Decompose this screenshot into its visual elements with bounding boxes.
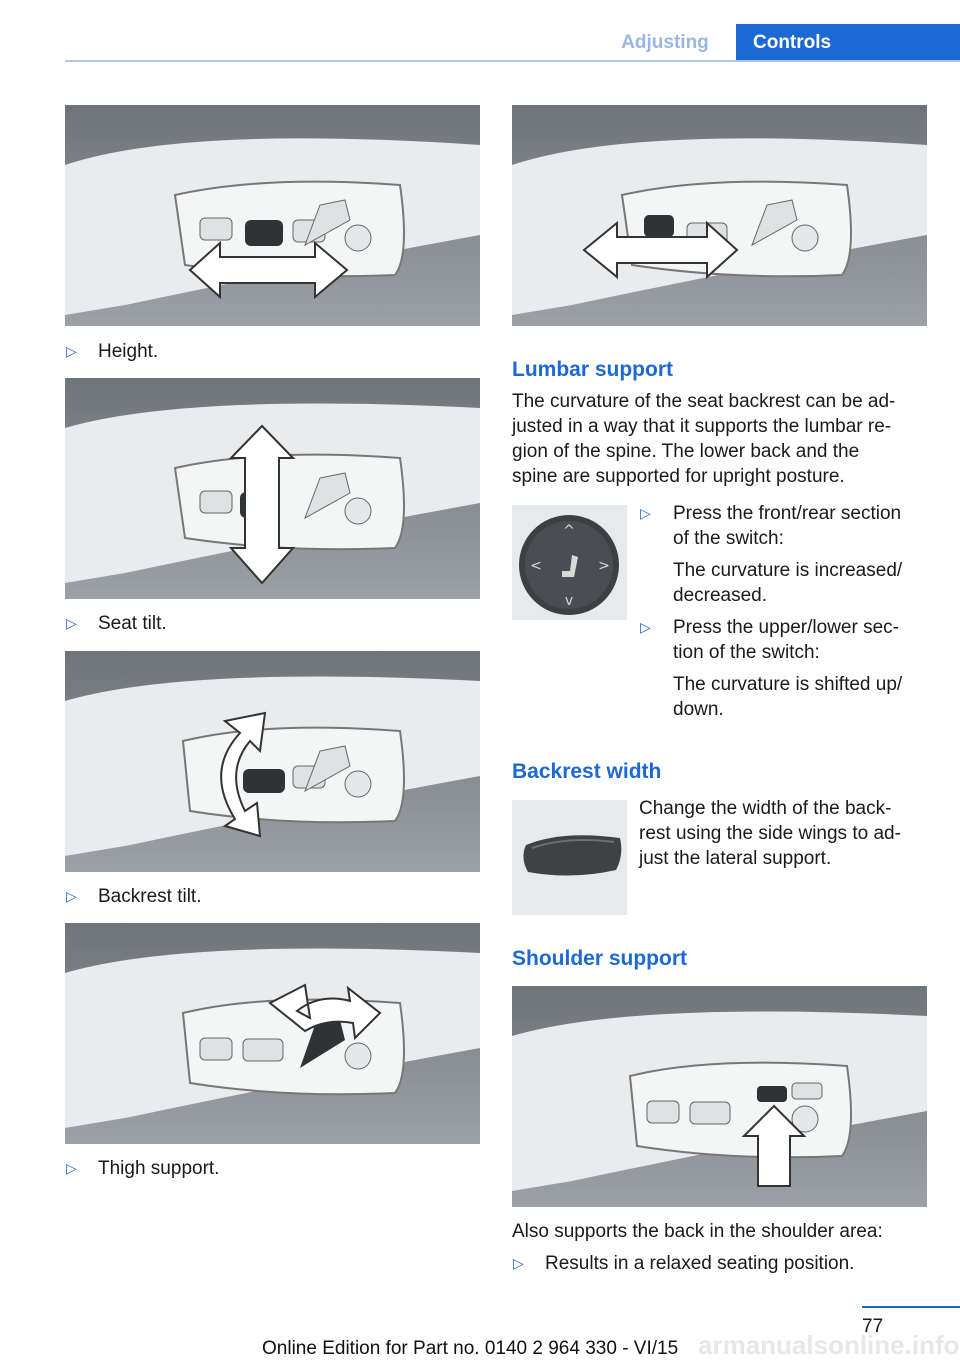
- backrest-tilt-image: [65, 923, 480, 1144]
- lumbar-item1-sub-line-1: The curvature is increased/: [673, 560, 903, 581]
- page-number: 77: [862, 1316, 884, 1337]
- caption-backrest-tilt: Backrest tilt.: [98, 886, 202, 907]
- lumbar-item2-line-2: tion of the switch:: [673, 642, 820, 663]
- bullet-triangle-icon: ▷: [640, 505, 651, 521]
- bullet-triangle-icon: ▷: [66, 343, 77, 359]
- shoulder-item: Results in a relaxed seating position.: [545, 1253, 855, 1274]
- backrest-para-line-2: rest using the side wings to ad-: [639, 823, 901, 844]
- backrest-width-heading: Backrest width: [512, 760, 662, 783]
- lumbar-para-line-2: justed in a way that it supports the lum…: [512, 416, 892, 437]
- lumbar-item1-sub-line-2: decreased.: [673, 585, 768, 606]
- lumbar-heading: Lumbar support: [512, 358, 673, 381]
- footer-rule: [862, 1306, 960, 1308]
- svg-text:^: ^: [563, 523, 575, 539]
- bullet-triangle-icon: ▷: [66, 1160, 77, 1176]
- seat-forward-back-image: [65, 105, 480, 326]
- svg-text:>: >: [598, 558, 610, 574]
- bullet-triangle-icon: ▷: [66, 888, 77, 904]
- shoulder-support-image: [512, 986, 927, 1207]
- svg-text:<: <: [530, 558, 542, 574]
- lumbar-item1-line-2: of the switch:: [673, 528, 784, 549]
- lumbar-item1-line-1: Press the front/rear section: [673, 503, 902, 524]
- backrest-para-line-3: just the lateral support.: [639, 848, 832, 869]
- caption-seat-tilt: Seat tilt.: [98, 613, 167, 634]
- backrest-para-line-1: Change the width of the back-: [639, 798, 892, 819]
- backrest-width-switch-image: [512, 800, 627, 915]
- caption-height: Height.: [98, 341, 159, 362]
- lumbar-para-line-1: The curvature of the seat backrest can b…: [512, 391, 896, 412]
- lumbar-switch-image: ^ v < >: [512, 505, 627, 620]
- watermark: armanualsonline.info: [698, 1330, 960, 1360]
- chapter-tab[interactable]: Controls: [736, 24, 960, 62]
- thigh-support-image: [512, 105, 927, 326]
- caption-thigh-support: Thigh support.: [98, 1158, 220, 1179]
- section-label: Adjusting: [621, 32, 709, 53]
- svg-text:v: v: [565, 593, 573, 609]
- bullet-triangle-icon: ▷: [640, 619, 651, 635]
- footer-edition-text: Online Edition for Part no. 0140 2 964 3…: [262, 1338, 679, 1359]
- header-rule: [65, 60, 960, 62]
- lumbar-para-line-4: spine are supported for upright posture.: [512, 466, 845, 487]
- bullet-triangle-icon: ▷: [513, 1255, 524, 1271]
- shoulder-support-heading: Shoulder support: [512, 947, 687, 970]
- lumbar-para-line-3: gion of the spine. The lower back and th…: [512, 441, 860, 462]
- bullet-triangle-icon: ▷: [66, 615, 77, 631]
- seat-height-image: [65, 378, 480, 599]
- lumbar-item2-sub-line-1: The curvature is shifted up/: [673, 674, 903, 695]
- seat-tilt-image: [65, 651, 480, 872]
- shoulder-para: Also supports the back in the shoulder a…: [512, 1221, 883, 1242]
- lumbar-item2-line-1: Press the upper/lower sec-: [673, 617, 899, 638]
- lumbar-item2-sub-line-2: down.: [673, 699, 724, 720]
